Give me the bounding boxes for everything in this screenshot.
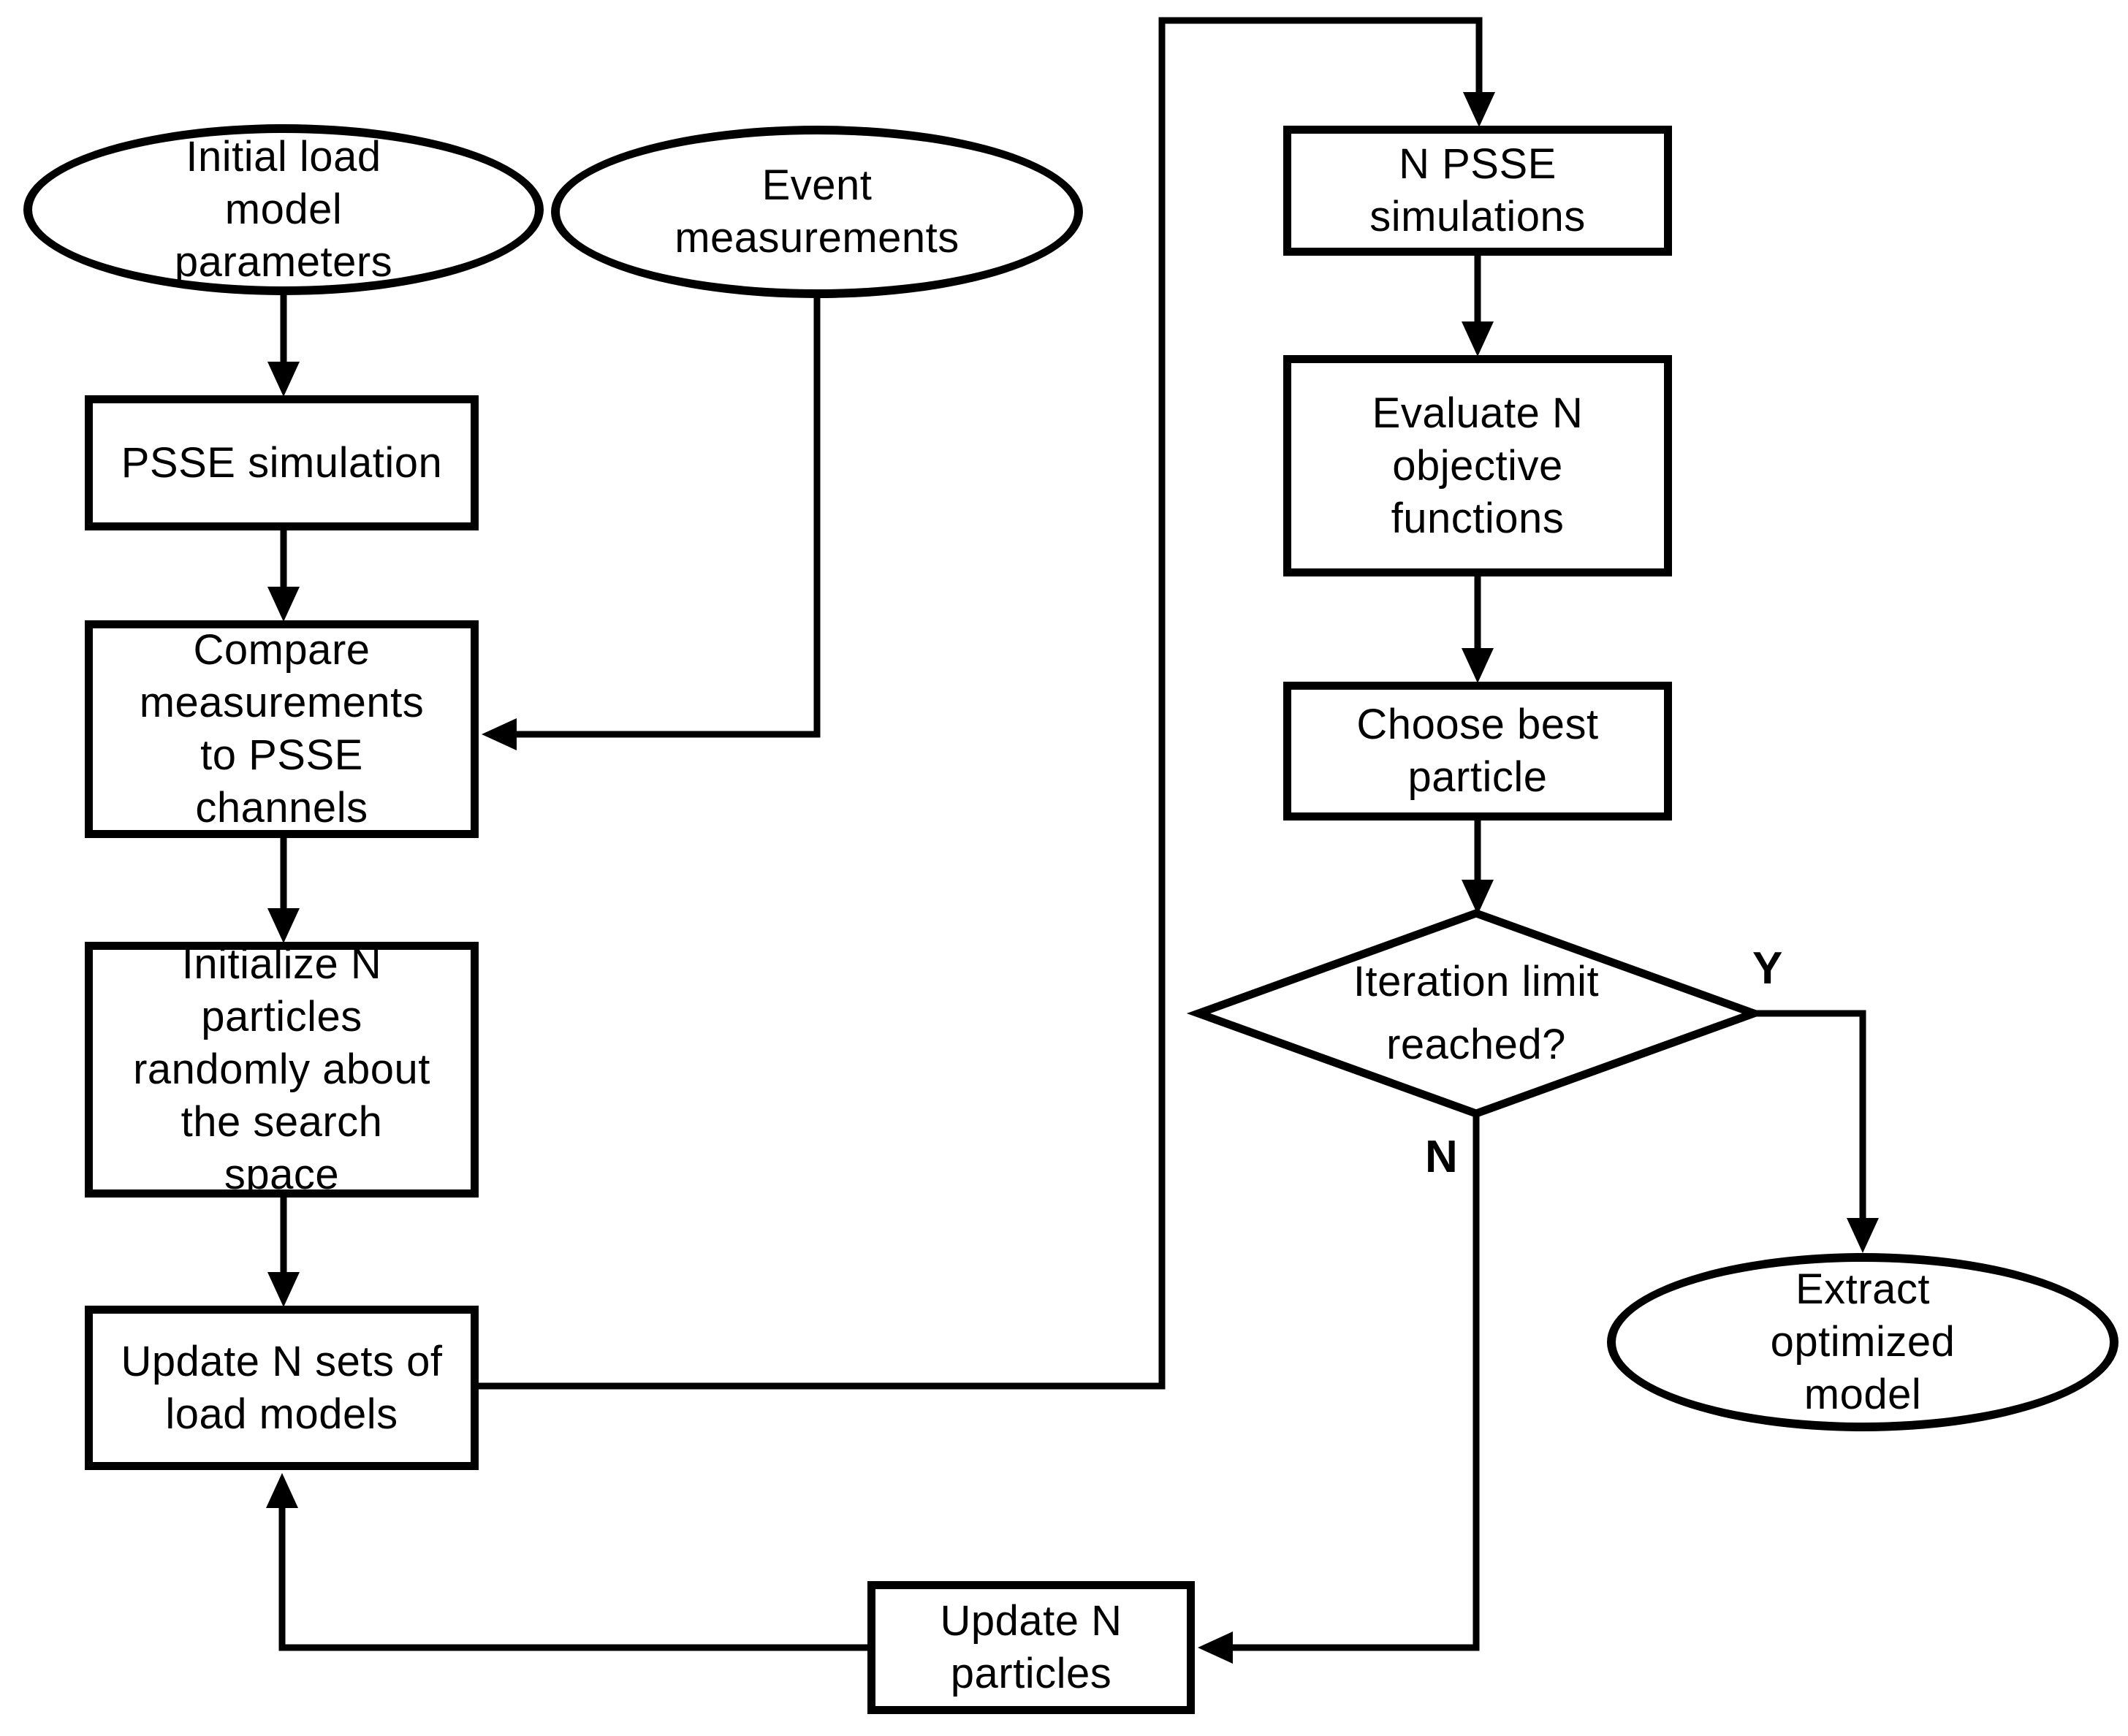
- node-label: N PSSE simulations: [1369, 140, 1586, 240]
- node-label: Initial load model parameters: [174, 133, 393, 286]
- arrowhead: [1462, 880, 1494, 915]
- edge-updatesets-to-npsse: [479, 17, 1483, 1390]
- arrowhead: [1463, 92, 1495, 127]
- node-label: Compare measurements to PSSE channels: [139, 626, 425, 831]
- node-iteration-limit-decision: Iteration limit reached?: [1264, 947, 1688, 1080]
- branch-label-yes: Y: [1752, 943, 1783, 994]
- arrowhead: [267, 1272, 300, 1307]
- arrowhead: [267, 587, 300, 622]
- branch-label-no: N: [1425, 1132, 1458, 1182]
- node-label: Extract optimized model: [1770, 1265, 1956, 1418]
- node-compare-measurements: Compare measurements to PSSE channels: [85, 620, 479, 838]
- arrowhead: [1198, 1632, 1233, 1664]
- node-evaluate-objectives: Evaluate N objective functions: [1283, 355, 1672, 576]
- edge-decision-no-to-updateparticles: [1231, 1113, 1480, 1651]
- node-initial-load-parameters: Initial load model parameters: [23, 124, 544, 295]
- node-extract-optimized-model: Extract optimized model: [1607, 1253, 2118, 1431]
- edge-decision-yes-to-extract: [1754, 1010, 1866, 1219]
- node-label: Update N particles: [940, 1597, 1122, 1697]
- node-label: Event measurements: [674, 161, 960, 262]
- arrowhead: [1462, 321, 1494, 357]
- node-label: Iteration limit reached?: [1353, 958, 1600, 1068]
- node-label: Evaluate N objective functions: [1372, 389, 1584, 542]
- node-n-psse-simulations: N PSSE simulations: [1283, 126, 1672, 256]
- node-label: PSSE simulation: [121, 438, 443, 487]
- arrowhead: [267, 362, 300, 397]
- node-update-load-models: Update N sets of load models: [85, 1306, 479, 1470]
- edge-updateparticles-to-updatesets: [278, 1508, 867, 1651]
- node-update-particles: Update N particles: [867, 1581, 1195, 1714]
- arrowhead: [267, 908, 300, 943]
- node-event-measurements: Event measurements: [551, 126, 1083, 298]
- arrowhead: [1462, 648, 1494, 683]
- arrowhead: [266, 1473, 298, 1508]
- arrowhead: [482, 718, 517, 750]
- arrowhead: [1847, 1218, 1879, 1253]
- node-psse-simulation: PSSE simulation: [85, 395, 479, 530]
- node-choose-best-particle: Choose best particle: [1283, 682, 1672, 821]
- edge-event-to-compare: [515, 298, 821, 738]
- node-label: Choose best particle: [1356, 701, 1599, 801]
- node-label: Update N sets of load models: [121, 1337, 443, 1438]
- node-label: Initialize N particles randomly about th…: [133, 940, 430, 1198]
- node-initialize-particles: Initialize N particles randomly about th…: [85, 940, 479, 1198]
